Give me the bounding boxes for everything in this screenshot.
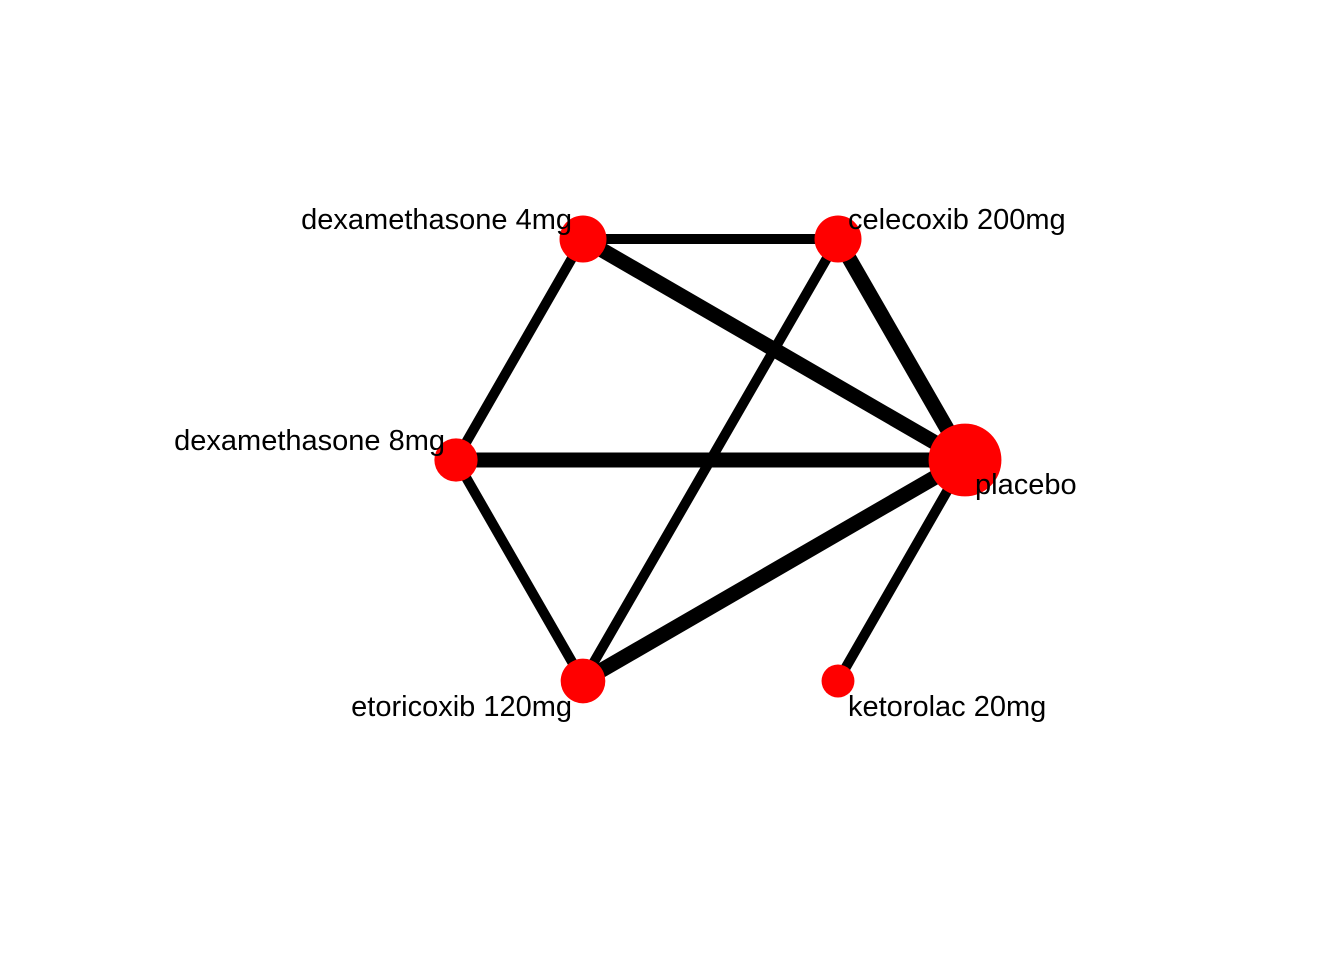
node-cele200 [814,215,862,263]
node-ketorolac20 [821,664,855,698]
node-label-etori120: etoricoxib 120mg [351,691,572,723]
edges-layer [451,232,972,688]
nodes-layer [434,215,1002,704]
labels-layer: dexamethasone 4mg celecoxib 200mg placebo k… [174,204,1076,723]
edge-dex8-etori120 [451,457,588,684]
node-label-placebo: placebo [975,469,1077,501]
edge-cele200-placebo [831,235,972,464]
node-label-dex8: dexamethasone 8mg [174,425,445,457]
edge-etori120-placebo [579,453,969,688]
edge-ketorolac20-placebo [833,457,970,684]
edge-dex4-dex8 [451,236,588,463]
node-placebo [928,423,1002,497]
node-etori120 [560,658,606,704]
node-dex4 [559,215,607,263]
node-label-ketorolac20: ketorolac 20mg [848,691,1046,723]
node-dex8 [434,438,478,482]
node-label-dex4: dexamethasone 4mg [301,204,572,236]
node-label-cele200: celecoxib 200mg [848,204,1066,236]
